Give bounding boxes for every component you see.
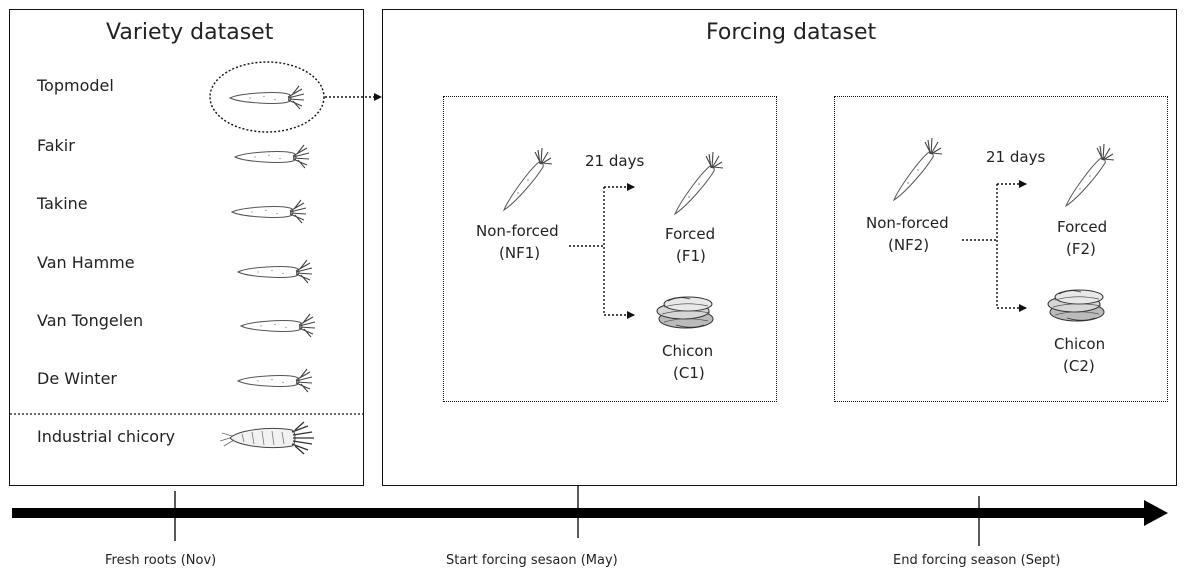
- duration-label-2: 21 days: [986, 148, 1046, 166]
- forced-code-2: (F2): [1066, 240, 1096, 258]
- variety-label-van-hamme: Van Hamme: [37, 253, 135, 272]
- forcing-arrows-1: [569, 183, 635, 319]
- timeline-label-end-forcing: End forcing season (Sept): [893, 553, 1061, 568]
- forcing-dataset-title: Forcing dataset: [706, 20, 877, 45]
- chicon-icon-1: [656, 296, 714, 329]
- nonforced-root-icon-1: [503, 147, 553, 211]
- root-icon-de-winter: [237, 368, 313, 393]
- variety-label-takine: Takine: [37, 194, 88, 213]
- variety-dataset-title: Variety dataset: [106, 20, 274, 45]
- forcing-group-1-box: [443, 96, 777, 402]
- root-icon-van-hamme: [237, 259, 313, 284]
- variety-label-fakir: Fakir: [37, 136, 75, 155]
- chicon-icon-2: [1047, 289, 1105, 322]
- nonforced-code-1: (NF1): [499, 244, 541, 262]
- timeline-label-start-forcing: Start forcing sesaon (May): [446, 553, 618, 568]
- variety-label-de-winter: De Winter: [37, 369, 117, 388]
- nonforced-code-2: (NF2): [888, 236, 930, 254]
- variety-label-van-tongelen: Van Tongelen: [37, 311, 144, 330]
- chicon-code-2: (C2): [1063, 357, 1095, 375]
- forced-code-1: (F1): [676, 247, 706, 265]
- forced-root-icon-1: [674, 151, 724, 215]
- timeline-axis: [12, 486, 1168, 546]
- forced-label-2: Forced: [1057, 218, 1108, 236]
- nonforced-root-icon-2: [893, 137, 943, 201]
- root-icon-takine: [231, 199, 307, 224]
- industrial-chicory-label: Industrial chicory: [37, 427, 176, 446]
- forcing-arrows-2: [962, 180, 1027, 312]
- chicon-code-1: (C1): [673, 364, 705, 382]
- timeline-label-fresh-roots: Fresh roots (Nov): [105, 553, 217, 568]
- forcing-dataset-panel: [382, 9, 1177, 486]
- industrial-chicory-root-icon: [219, 421, 315, 455]
- nonforced-label-1: Non-forced: [476, 222, 559, 240]
- duration-label-1: 21 days: [585, 152, 645, 170]
- nonforced-label-2: Non-forced: [866, 214, 949, 232]
- root-icon-fakir: [234, 144, 310, 169]
- root-icon-topmodel: [229, 85, 305, 110]
- chicon-label-2: Chicon: [1054, 335, 1106, 353]
- forced-label-1: Forced: [665, 225, 716, 243]
- topmodel-highlight: [209, 61, 325, 133]
- root-icon-van-tongelen: [240, 313, 316, 338]
- forcing-group-2-box: [834, 96, 1168, 402]
- chicon-label-1: Chicon: [662, 342, 714, 360]
- variety-label-topmodel: Topmodel: [37, 76, 114, 95]
- variety-dataset-panel: [9, 9, 364, 486]
- forced-root-icon-2: [1065, 143, 1115, 207]
